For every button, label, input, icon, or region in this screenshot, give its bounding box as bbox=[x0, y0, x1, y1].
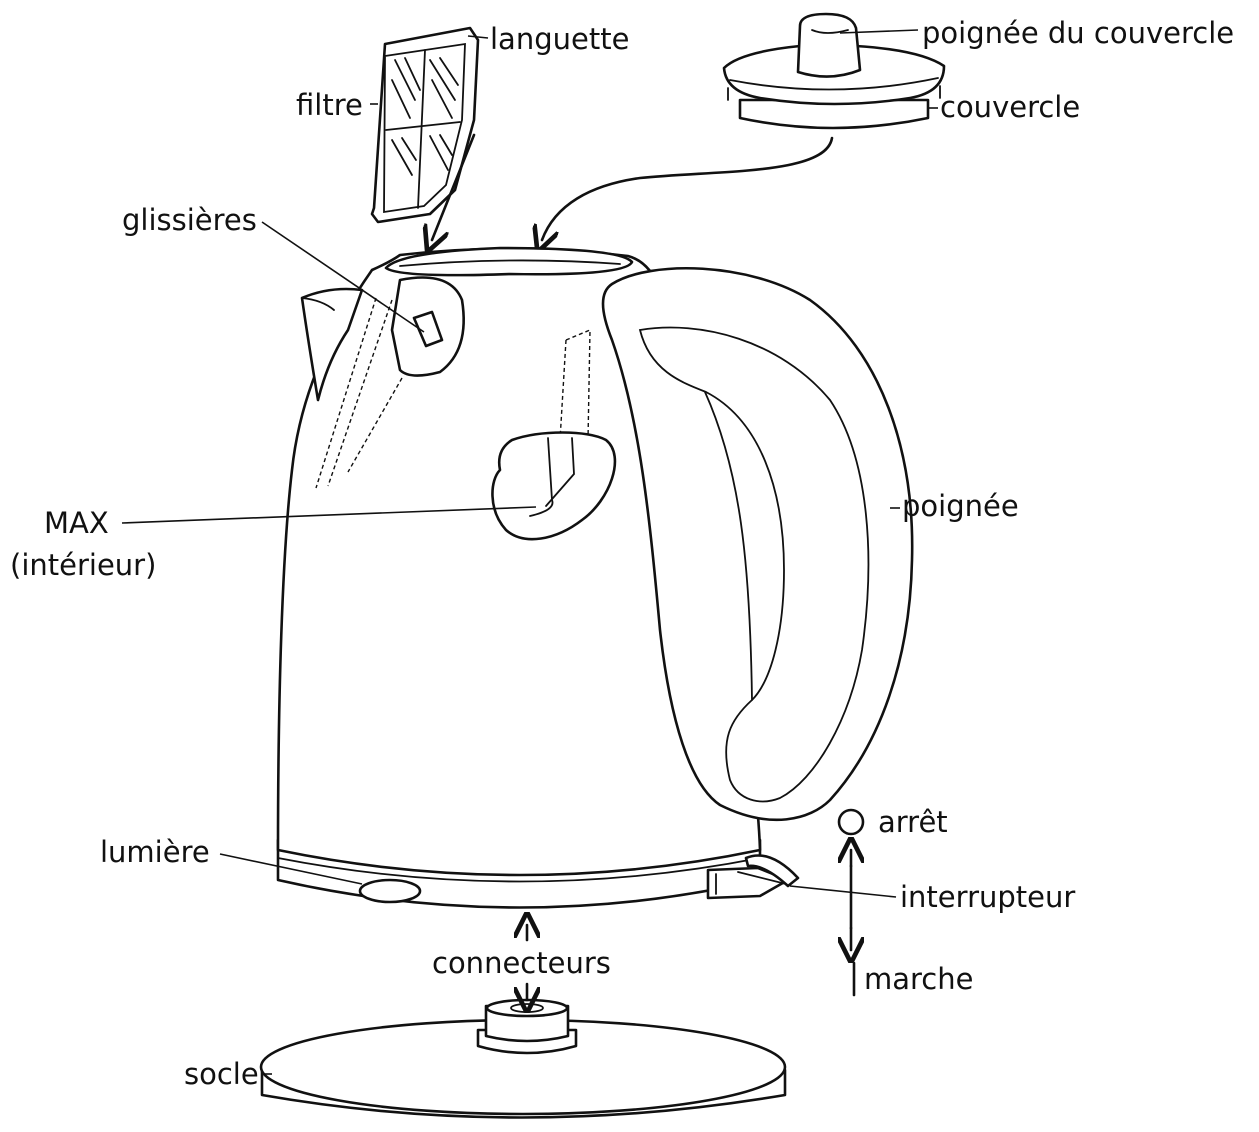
label-connecteurs: connecteurs bbox=[432, 946, 611, 980]
base-drawing bbox=[259, 998, 787, 1119]
filter-drawing bbox=[370, 26, 480, 224]
label-languette: languette bbox=[490, 22, 629, 56]
label-marche: marche bbox=[864, 962, 973, 996]
leader-interrupteur bbox=[789, 885, 897, 898]
label-max: MAX bbox=[44, 506, 109, 540]
label-filtre: filtre bbox=[296, 88, 363, 122]
label-arret: arrêt bbox=[878, 805, 948, 839]
label-couvercle: couvercle bbox=[940, 90, 1080, 124]
leader-glissieres bbox=[261, 221, 425, 333]
label-glissieres: glissières bbox=[122, 203, 257, 237]
label-poignee-couvercle: poignée du couvercle bbox=[922, 16, 1234, 50]
label-max-interieur: (intérieur) bbox=[10, 548, 156, 582]
label-lumiere: lumière bbox=[100, 835, 210, 869]
leader-lumiere bbox=[219, 853, 363, 885]
leader-max bbox=[121, 506, 537, 524]
off-symbol-icon bbox=[837, 808, 865, 836]
label-poignee: poignée bbox=[902, 489, 1019, 523]
lid-drawing bbox=[722, 12, 946, 130]
label-interrupteur: interrupteur bbox=[900, 880, 1075, 914]
filter-arrow bbox=[432, 133, 476, 240]
kettle-drawing bbox=[276, 246, 914, 909]
label-socle: socle bbox=[184, 1057, 259, 1091]
leader-poignee-couvercle bbox=[839, 29, 919, 34]
leader-languette bbox=[467, 35, 489, 39]
lid-arrow bbox=[542, 136, 834, 240]
